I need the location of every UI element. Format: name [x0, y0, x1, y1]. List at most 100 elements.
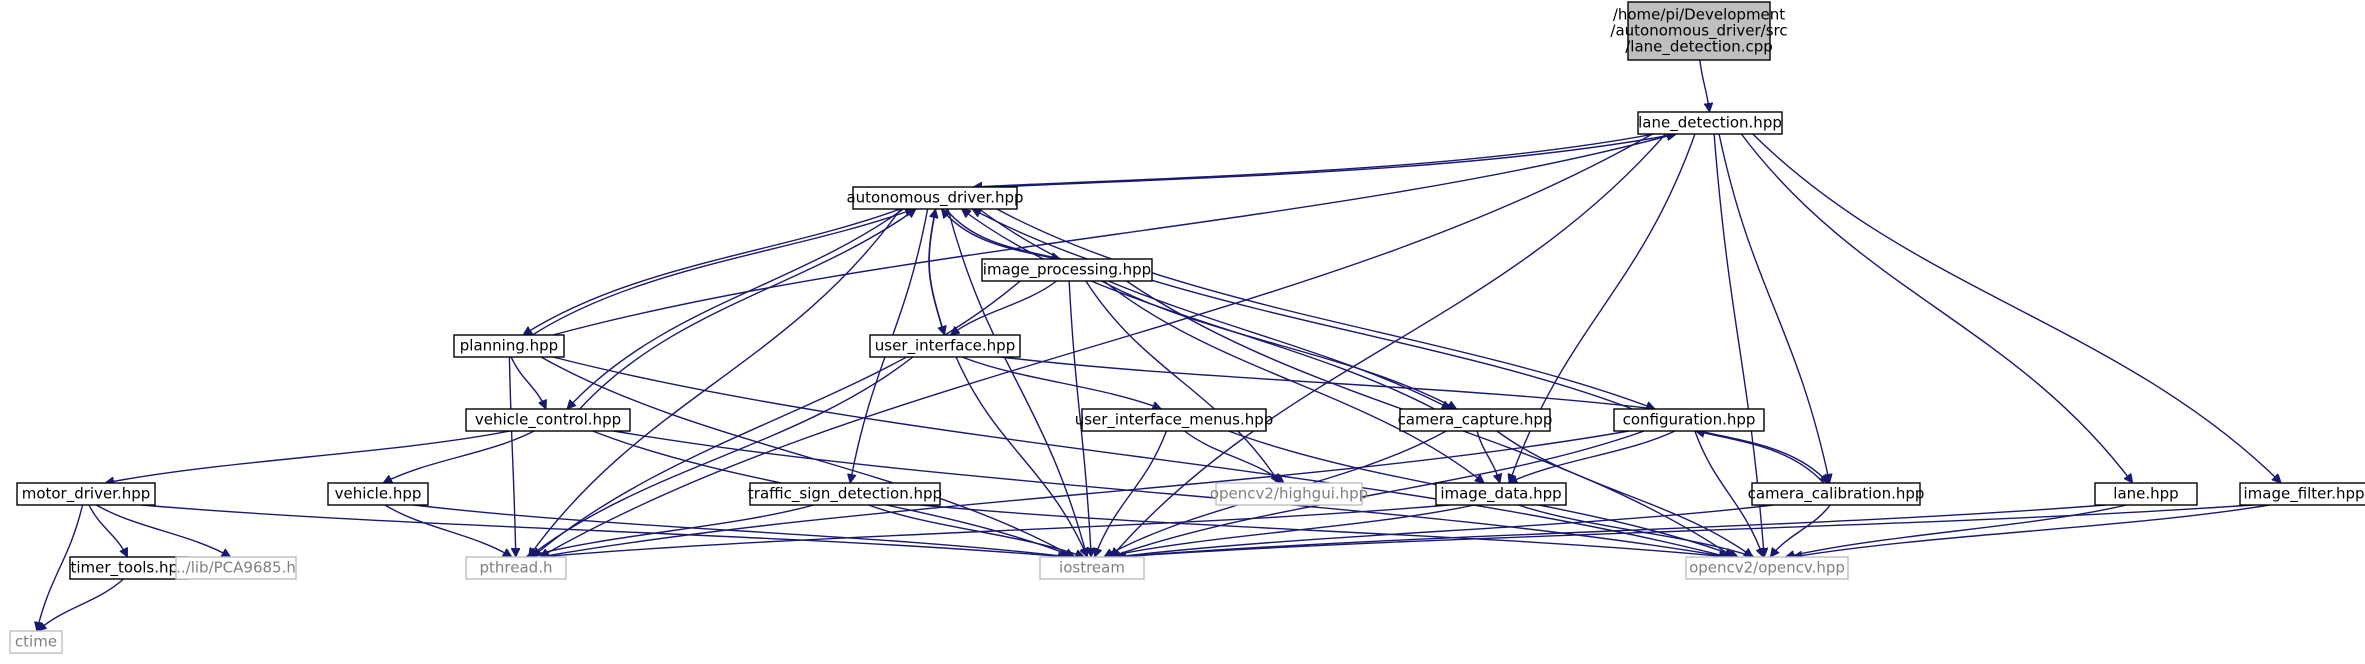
node-label: opencv2/highgui.hpp [1210, 484, 1368, 502]
node-image-filter[interactable]: image_filter.hpp [2239, 482, 2365, 506]
node-label: camera_calibration.hpp [1748, 484, 1925, 503]
node-label: planning.hpp [460, 336, 558, 354]
edge-autonomous-driver-to-planning [523, 208, 901, 336]
node-box [465, 408, 631, 432]
node-lane-detection[interactable]: lane_detection.hpp [1637, 111, 1783, 135]
node-box [1039, 556, 1145, 580]
edge-autonomous-driver-to-pthread [529, 208, 902, 557]
node-camera-capture[interactable]: camera_capture.hpp [1398, 408, 1553, 432]
node-user-interface-menus[interactable]: user_interface_menus.hpp [1075, 408, 1274, 432]
node-label: autonomous_driver.hpp [846, 188, 1023, 207]
node-box [1399, 408, 1551, 432]
edge-motor-driver-to-iostream [141, 504, 1067, 557]
node-highgui: opencv2/highgui.hpp [1210, 482, 1368, 506]
edge-vehicle-control-to-motor-driver [105, 430, 511, 483]
node-box [1685, 556, 1849, 580]
node-label: timer_tools.hpp [70, 558, 187, 577]
edge-planning-to-lane-detection [552, 134, 1675, 336]
edge-image-filter-to-opencv [1793, 504, 2270, 557]
node-label: pthread.h [480, 558, 553, 576]
edge-autonomous-driver-to-vehicle-control [567, 208, 904, 409]
node-box [1627, 1, 1771, 61]
node-box [869, 334, 1021, 358]
node-iostream: iostream [1039, 556, 1145, 580]
edge-autonomous-driver-to-camera-capture [978, 208, 1450, 410]
node-label: /home/pi/Development [1613, 5, 1785, 23]
edges-layer [37, 59, 2281, 631]
node-box [1215, 482, 1363, 506]
node-configuration[interactable]: configuration.hpp [1613, 408, 1765, 432]
edge-image-processing-to-camera-capture [1101, 280, 1457, 410]
node-label: /lane_detection.cpp [1625, 37, 1773, 56]
edge-configuration-to-camera-calibration [1699, 430, 1829, 483]
edge-lane-detection-to-autonomous-driver [973, 133, 1655, 187]
edge-motor-driver-to-ctime [37, 504, 84, 631]
node-motor-driver[interactable]: motor_driver.hpp [16, 482, 156, 506]
node-box [1435, 482, 1567, 506]
edge-autonomous-driver-to-configuration [996, 208, 1655, 409]
node-autonomous-driver[interactable]: autonomous_driver.hpp [846, 186, 1024, 210]
node-label: traffic_sign_detection.hpp [748, 484, 942, 503]
edge-user-interface-to-configuration [1000, 356, 1656, 409]
edge-camera-capture-to-opencv [1496, 430, 1753, 557]
node-label: lane_detection.hpp [1638, 113, 1782, 132]
edge-image-data-to-iostream [1105, 504, 1475, 557]
node-label: user_interface.hpp [875, 336, 1015, 355]
node-ctime: ctime [9, 630, 63, 654]
node-box [465, 556, 567, 580]
node-box [327, 482, 429, 506]
edge-root-to-lane-detection [1699, 59, 1710, 112]
node-timer-tools[interactable]: timer_tools.hpp [69, 556, 189, 580]
node-label: ../lib/PCA9685.h [176, 558, 296, 576]
node-planning[interactable]: planning.hpp [453, 334, 565, 358]
node-image-processing[interactable]: image_processing.hpp [981, 258, 1153, 282]
edge-image-processing-to-iostream [1068, 280, 1091, 557]
node-box [2239, 482, 2365, 506]
edge-traffic-sign-detection-to-opencv [920, 504, 1728, 557]
edge-vehicle-to-iostream [413, 504, 1070, 557]
edge-image-processing-to-autonomous-driver [941, 209, 1056, 260]
edge-image-filter-to-iostream [1117, 504, 2253, 557]
edge-camera-calibration-to-configuration [1696, 431, 1825, 484]
node-vehicle[interactable]: vehicle.hpp [327, 482, 429, 506]
node-box [9, 630, 63, 654]
edge-user-interface-to-user-interface-menus [961, 356, 1161, 409]
node-lane[interactable]: lane.hpp [2094, 482, 2198, 506]
node-box [1637, 111, 1783, 135]
node-user-interface[interactable]: user_interface.hpp [869, 334, 1021, 358]
edge-camera-calibration-to-iostream [1115, 504, 1774, 557]
node-box [749, 482, 941, 506]
edge-user-interface-to-pthread [529, 356, 914, 557]
node-label: iostream [1059, 558, 1125, 576]
node-box [852, 186, 1018, 210]
node-label: /autonomous_driver/src [1610, 21, 1787, 40]
node-box [1751, 482, 1921, 506]
node-camera-calibration[interactable]: camera_calibration.hpp [1748, 482, 1925, 506]
node-image-data[interactable]: image_data.hpp [1435, 482, 1567, 506]
node-label: lane.hpp [2113, 484, 2178, 502]
edge-vehicle-to-pthread [384, 504, 512, 558]
node-box [175, 556, 297, 580]
edge-configuration-to-autonomous-driver [972, 208, 1633, 410]
node-box [1613, 408, 1765, 432]
edge-timer-tools-to-ctime [37, 578, 124, 631]
edge-lane-detection-to-lane [1740, 133, 2132, 483]
edge-user-interface-menus-to-iostream [1095, 430, 1168, 557]
edge-autonomous-driver-to-lane-detection [998, 134, 1677, 188]
node-opencv: opencv2/opencv.hpp [1685, 556, 1849, 580]
node-pthread: pthread.h [465, 556, 567, 580]
node-label: vehicle_control.hpp [475, 410, 621, 429]
edge-lane-to-iostream [1117, 504, 2106, 557]
nodes-layer: /home/pi/Development/autonomous_driver/s… [9, 1, 2365, 654]
edge-autonomous-driver-to-image-processing [945, 208, 1060, 259]
edge-user-interface-to-iostream [955, 356, 1087, 557]
node-box [2094, 482, 2198, 506]
node-traffic-sign-detection[interactable]: traffic_sign_detection.hpp [748, 482, 942, 506]
node-box [453, 334, 565, 358]
edge-image-data-to-pthread [540, 504, 1450, 557]
edge-camera-capture-to-autonomous-driver [962, 209, 1435, 410]
node-root: /home/pi/Development/autonomous_driver/s… [1610, 1, 1788, 61]
edge-lane-detection-to-pthread [540, 133, 1653, 558]
node-vehicle-control[interactable]: vehicle_control.hpp [465, 408, 631, 432]
